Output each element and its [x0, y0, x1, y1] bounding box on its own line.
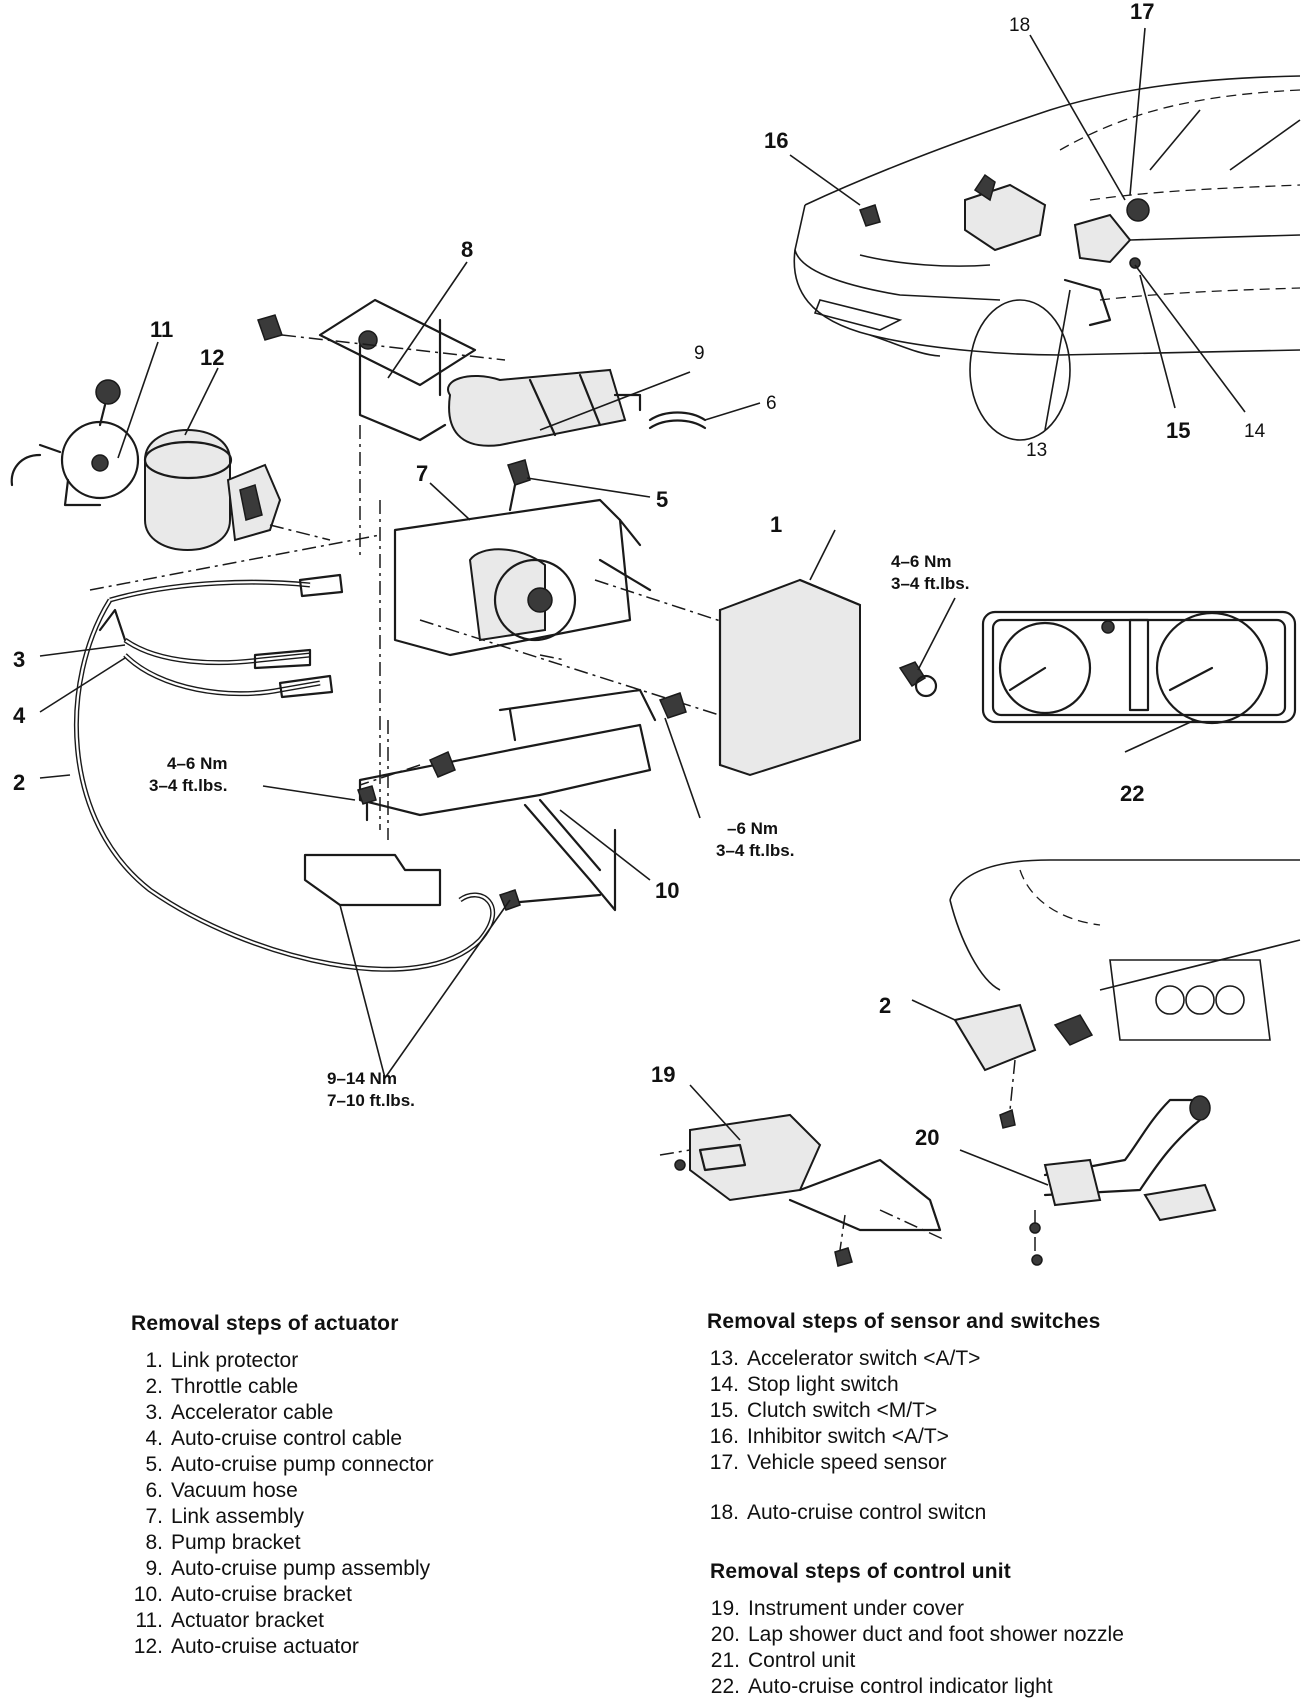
link-protector — [658, 578, 938, 777]
legend-control: Removal steps of control unit 19.Instrum… — [710, 1560, 1124, 1700]
list-item: 20.Lap shower duct and foot shower nozzl… — [710, 1623, 1124, 1646]
callout-22: 22 — [1120, 781, 1144, 806]
list-item: 9.Auto-cruise pump assembly — [145, 1557, 431, 1580]
callout-15: 15 — [1166, 418, 1190, 443]
list-item: 2.Throttle cable — [145, 1375, 299, 1398]
torque-cable-nm: 9–14 Nm — [327, 1069, 397, 1088]
callout-8: 8 — [461, 237, 473, 262]
auto-cruise-bracket — [303, 688, 657, 912]
callout-labels: 1 2 3 4 5 6 7 8 9 10 11 12 13 14 15 16 1… — [13, 0, 1266, 1150]
callout-3: 3 — [13, 647, 25, 672]
callout-4: 4 — [13, 703, 26, 728]
legend-sensors: Removal steps of sensor and switches 13.… — [707, 1310, 1101, 1526]
callout-16: 16 — [764, 128, 788, 153]
callout-19: 19 — [651, 1062, 675, 1087]
torque-protector-nm: 4–6 Nm — [891, 552, 951, 571]
leader-lines — [39, 27, 1246, 1186]
callout-6: 6 — [766, 393, 777, 414]
callout-18: 18 — [1009, 15, 1030, 36]
callout-14: 14 — [1244, 421, 1266, 442]
legend-actuator: Removal steps of actuator 1.Link protect… — [131, 1312, 434, 1660]
list-item: 5.Auto-cruise pump connector — [145, 1453, 434, 1476]
callout-20: 20 — [915, 1125, 939, 1150]
callout-2: 2 — [13, 770, 25, 795]
shower-duct — [1029, 1095, 1217, 1266]
callout-13: 13 — [1026, 440, 1047, 461]
torque-specs: 4–6 Nm 3–4 ft.lbs. 4–6 Nm 3–4 ft.lbs. –6… — [149, 552, 969, 1110]
callout-10: 10 — [655, 878, 679, 903]
actuator-bracket-assembly — [10, 379, 381, 591]
list-item: 12.Auto-cruise actuator — [133, 1635, 359, 1658]
torque-bracket-nm: 4–6 Nm — [167, 754, 227, 773]
callout-5: 5 — [656, 487, 668, 512]
callout-12: 12 — [200, 345, 224, 370]
list-item: 7.Link assembly — [145, 1505, 305, 1528]
list-item: 13.Accelerator switch <A/T> — [709, 1347, 981, 1370]
list-item: 1.Link protector — [145, 1349, 299, 1372]
torque-cable-ft: 7–10 ft.lbs. — [327, 1091, 415, 1110]
callout-7: 7 — [416, 461, 428, 486]
legend-control-list: 19.Instrument under cover 20.Lap shower … — [696, 1596, 1124, 1700]
list-item: 19.Instrument under cover — [710, 1597, 964, 1620]
torque-link-ft: 3–4 ft.lbs. — [716, 841, 794, 860]
legend-actuator-list: 1.Link protector 2.Throttle cable 3.Acce… — [119, 1348, 434, 1660]
list-item: 17.Vehicle speed sensor — [709, 1451, 947, 1474]
legend-sensors-list: 13.Accelerator switch <A/T> 14.Stop ligh… — [695, 1346, 1101, 1526]
list-item: 6.Vacuum hose — [145, 1479, 298, 1502]
instrument-under-cover — [659, 1113, 946, 1267]
list-item: 8.Pump bracket — [145, 1531, 301, 1554]
list-item: 10.Auto-cruise bracket — [133, 1583, 352, 1606]
torque-protector-ft: 3–4 ft.lbs. — [891, 574, 969, 593]
list-item: 22.Auto-cruise control indicator light — [710, 1675, 1053, 1698]
torque-bracket-ft: 3–4 ft.lbs. — [149, 776, 227, 795]
torque-link-nm: –6 Nm — [727, 819, 778, 838]
list-item: 15.Clutch switch <M/T> — [709, 1399, 938, 1422]
cables — [73, 573, 496, 972]
dashboard-sketch — [949, 859, 1301, 1129]
vehicle-overview-sketch — [793, 75, 1301, 441]
list-item: 4.Auto-cruise control cable — [145, 1427, 403, 1450]
list-item: 11.Actuator bracket — [135, 1609, 324, 1632]
pump-and-bracket — [257, 298, 707, 840]
list-item: 3.Accelerator cable — [145, 1401, 334, 1424]
list-item: 18.Auto-cruise control switcn — [709, 1501, 987, 1524]
callout-1: 1 — [770, 512, 782, 537]
legend-sensors-heading: Removal steps of sensor and switches — [707, 1310, 1101, 1333]
callout-2-dash: 2 — [879, 993, 891, 1018]
list-item: 21.Control unit — [710, 1649, 856, 1672]
list-item: 16.Inhibitor switch <A/T> — [709, 1425, 949, 1448]
legend-actuator-heading: Removal steps of actuator — [131, 1312, 399, 1335]
callout-17: 17 — [1130, 0, 1154, 24]
list-item: 14.Stop light switch — [709, 1373, 899, 1396]
link-assembly — [393, 498, 856, 721]
instrument-cluster — [981, 610, 1297, 753]
callout-9: 9 — [694, 343, 705, 364]
legend-control-heading: Removal steps of control unit — [710, 1560, 1011, 1583]
callout-11: 11 — [150, 317, 173, 342]
list-spacer — [695, 1476, 1101, 1500]
